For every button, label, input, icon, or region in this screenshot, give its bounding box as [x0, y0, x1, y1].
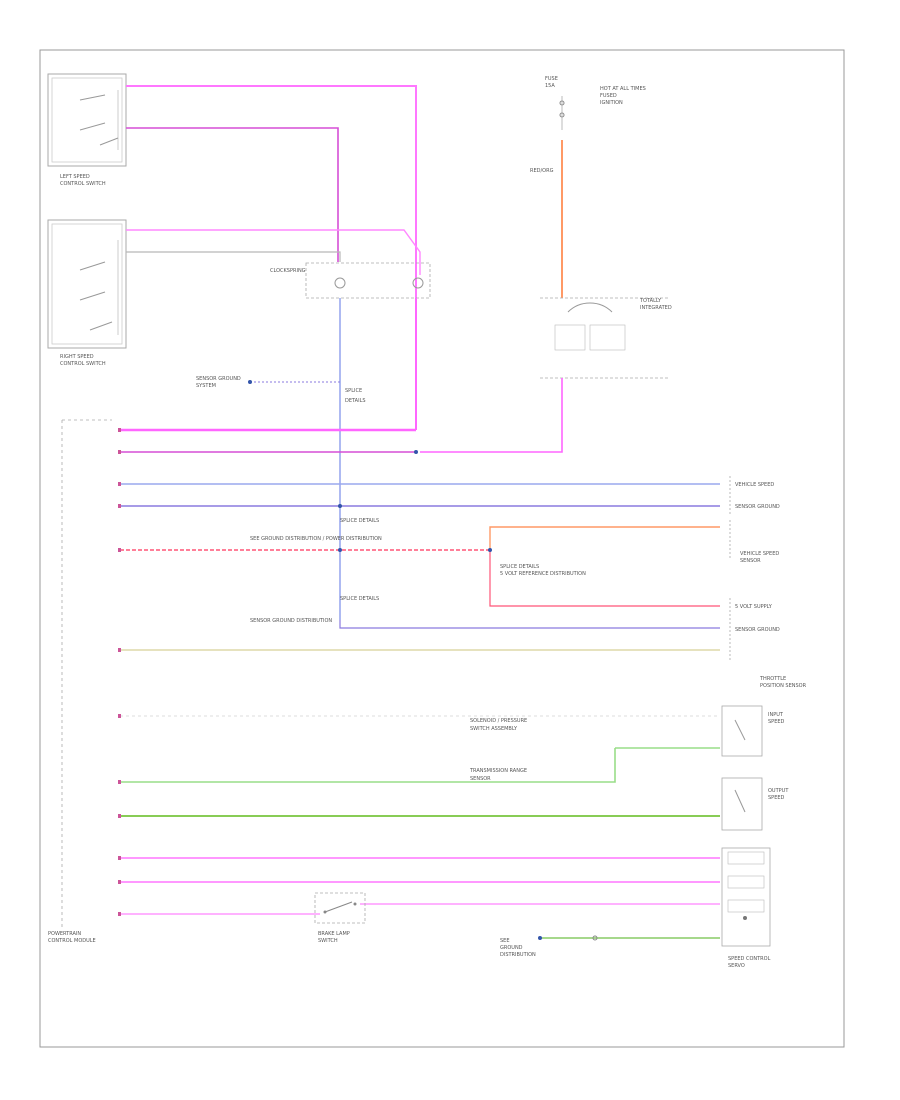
- svg-text:THROTTLE: THROTTLE: [759, 676, 786, 682]
- svg-text:SPLICE DETAILS: SPLICE DETAILS: [500, 564, 539, 570]
- svg-text:DISTRIBUTION: DISTRIBUTION: [500, 952, 536, 958]
- svg-text:5 VOLT SUPPLY: 5 VOLT SUPPLY: [735, 604, 773, 610]
- svg-text:POWERTRAIN: POWERTRAIN: [48, 931, 81, 937]
- svg-text:IGNITION: IGNITION: [600, 100, 623, 106]
- svg-text:SWITCH ASSEMBLY: SWITCH ASSEMBLY: [470, 726, 518, 732]
- svg-text:SYSTEM: SYSTEM: [196, 383, 216, 389]
- wire-right-switch-pink: [126, 229, 421, 275]
- svg-text:HOT AT ALL TIMES: HOT AT ALL TIMES: [600, 86, 646, 92]
- svg-text:5 VOLT REFERENCE DISTRIBUTION: 5 VOLT REFERENCE DISTRIBUTION: [500, 571, 586, 577]
- wire-right-switch-gray: [126, 251, 341, 262]
- input-speed-sensor: INPUT SPEED: [721, 705, 785, 757]
- svg-text:CLOCKSPRING: CLOCKSPRING: [270, 268, 306, 274]
- svg-text:CONTROL SWITCH: CONTROL SWITCH: [60, 361, 106, 367]
- svg-text:SENSOR GROUND: SENSOR GROUND: [735, 504, 780, 510]
- svg-text:SPEED: SPEED: [768, 795, 785, 801]
- svg-text:15A: 15A: [545, 83, 555, 89]
- svg-text:SPLICE: SPLICE: [345, 388, 362, 394]
- powertrain-control-module: POWERTRAIN CONTROL MODULE: [48, 419, 112, 944]
- throttle-position-sensor: 5 VOLT SUPPLY SENSOR GROUND THROTTLE POS…: [729, 598, 807, 689]
- output-speed-sensor: OUTPUT SPEED: [721, 777, 789, 831]
- svg-text:CONTROL MODULE: CONTROL MODULE: [48, 938, 96, 944]
- svg-text:RED/ORG: RED/ORG: [530, 168, 554, 174]
- totally-integrated-power-module: TOTALLY INTEGRATED: [540, 297, 672, 379]
- svg-text:SOLENOID / PRESSURE: SOLENOID / PRESSURE: [470, 718, 527, 724]
- svg-text:SWITCH: SWITCH: [318, 938, 338, 944]
- svg-text:SENSOR: SENSOR: [740, 558, 761, 564]
- wire-left-switch-magenta: [126, 127, 339, 262]
- svg-text:FUSED: FUSED: [600, 93, 617, 99]
- svg-text:SPEED: SPEED: [768, 719, 785, 725]
- svg-text:SPLICE DETAILS: SPLICE DETAILS: [340, 596, 379, 602]
- right-speed-control-switch: RIGHT SPEED CONTROL SWITCH: [47, 219, 127, 367]
- fuse-block: FUSE 15A HOT AT ALL TIMES FUSED IGNITION: [545, 76, 646, 130]
- wire-5v-supply-red-down: [489, 550, 720, 607]
- vehicle-speed-sensor: VEHICLE SPEED SENSOR GROUND VEHICLE SPEE…: [729, 476, 780, 564]
- svg-text:TOTALLY: TOTALLY: [639, 298, 662, 304]
- brake-lamp-switch: BRAKE LAMP SWITCH: [314, 892, 366, 944]
- svg-text:FUSE: FUSE: [545, 76, 558, 82]
- pcm-pin-markers: [118, 428, 121, 916]
- svg-text:SEE: SEE: [500, 938, 510, 944]
- svg-text:INTEGRATED: INTEGRATED: [640, 305, 672, 311]
- svg-text:GROUND: GROUND: [500, 945, 523, 951]
- svg-text:SENSOR: SENSOR: [470, 776, 491, 782]
- svg-text:SPEED CONTROL: SPEED CONTROL: [728, 956, 771, 962]
- svg-text:BRAKE LAMP: BRAKE LAMP: [318, 931, 350, 937]
- svg-text:SERVO: SERVO: [728, 963, 745, 969]
- svg-text:POSITION SENSOR: POSITION SENSOR: [760, 683, 807, 689]
- splice-sensor-ground: [248, 380, 252, 384]
- svg-text:SEE GROUND DISTRIBUTION / POWE: SEE GROUND DISTRIBUTION / POWER DISTRIBU…: [250, 536, 382, 542]
- diagram-frame: [39, 49, 845, 1048]
- svg-text:SENSOR GROUND DISTRIBUTION: SENSOR GROUND DISTRIBUTION: [250, 618, 332, 624]
- svg-text:RIGHT SPEED: RIGHT SPEED: [60, 354, 94, 360]
- svg-text:VEHICLE SPEED: VEHICLE SPEED: [740, 551, 779, 557]
- svg-text:VEHICLE SPEED: VEHICLE SPEED: [735, 482, 774, 488]
- clockspring: CLOCKSPRING: [270, 262, 431, 299]
- svg-text:CONTROL SWITCH: CONTROL SWITCH: [60, 181, 106, 187]
- wire-trs-green: [120, 748, 616, 783]
- svg-text:OUTPUT: OUTPUT: [768, 788, 789, 794]
- wire-left-switch-pink: [126, 85, 417, 430]
- svg-text:SPLICE DETAILS: SPLICE DETAILS: [340, 518, 379, 524]
- svg-text:LEFT SPEED: LEFT SPEED: [60, 174, 90, 180]
- svg-text:DETAILS: DETAILS: [345, 398, 366, 404]
- wire-tipm-pink: [420, 378, 563, 453]
- wire-5v-supply-orange: [489, 526, 720, 550]
- svg-text:SENSOR GROUND: SENSOR GROUND: [196, 376, 241, 382]
- svg-text:TRANSMISSION RANGE: TRANSMISSION RANGE: [469, 768, 527, 774]
- wire-tps-ground-blue: [339, 620, 720, 629]
- svg-text:INPUT: INPUT: [768, 712, 784, 718]
- svg-text:SENSOR GROUND: SENSOR GROUND: [735, 627, 780, 633]
- speed-control-servo: SPEED CONTROL SERVO: [721, 847, 771, 969]
- left-speed-control-switch: LEFT SPEED CONTROL SWITCH: [47, 73, 127, 187]
